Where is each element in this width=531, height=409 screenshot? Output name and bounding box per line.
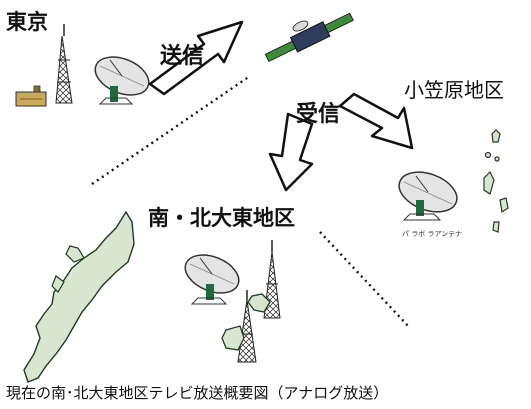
okinawa-island-map-icon	[23, 210, 135, 383]
dotted-boundary-right	[319, 231, 411, 329]
receive-arrow-right-icon	[338, 92, 414, 150]
dotted-boundary-left	[91, 75, 251, 185]
label-ogasawara: 小笠原地区	[404, 78, 504, 102]
satellite-icon	[264, 12, 354, 63]
ogasawara-islands-icon	[483, 129, 509, 233]
label-receive: 受信	[296, 102, 341, 127]
tokyo-antenna-icon	[94, 56, 150, 105]
daito-islands-icon	[221, 293, 271, 351]
daito-antenna-icon	[184, 254, 240, 305]
figure-caption: 現在の南･北大東地区テレビ放送概要図（アナログ放送）	[6, 384, 389, 402]
ogasawara-antenna-icon: パ ラボ ラアンテナ	[398, 171, 462, 238]
label-minami-kita-daito: 南・北大東地区	[148, 206, 295, 230]
tokyo-tower-icon	[55, 24, 73, 104]
send-arrow-icon	[148, 20, 244, 96]
studio-building-icon	[15, 85, 47, 107]
label-send: 送信	[160, 44, 205, 69]
receive-arrow-down-icon	[268, 112, 314, 192]
label-tokyo: 東京	[6, 10, 48, 34]
svg-text:パ ラボ ラアンテナ: パ ラボ ラアンテナ	[402, 230, 462, 238]
